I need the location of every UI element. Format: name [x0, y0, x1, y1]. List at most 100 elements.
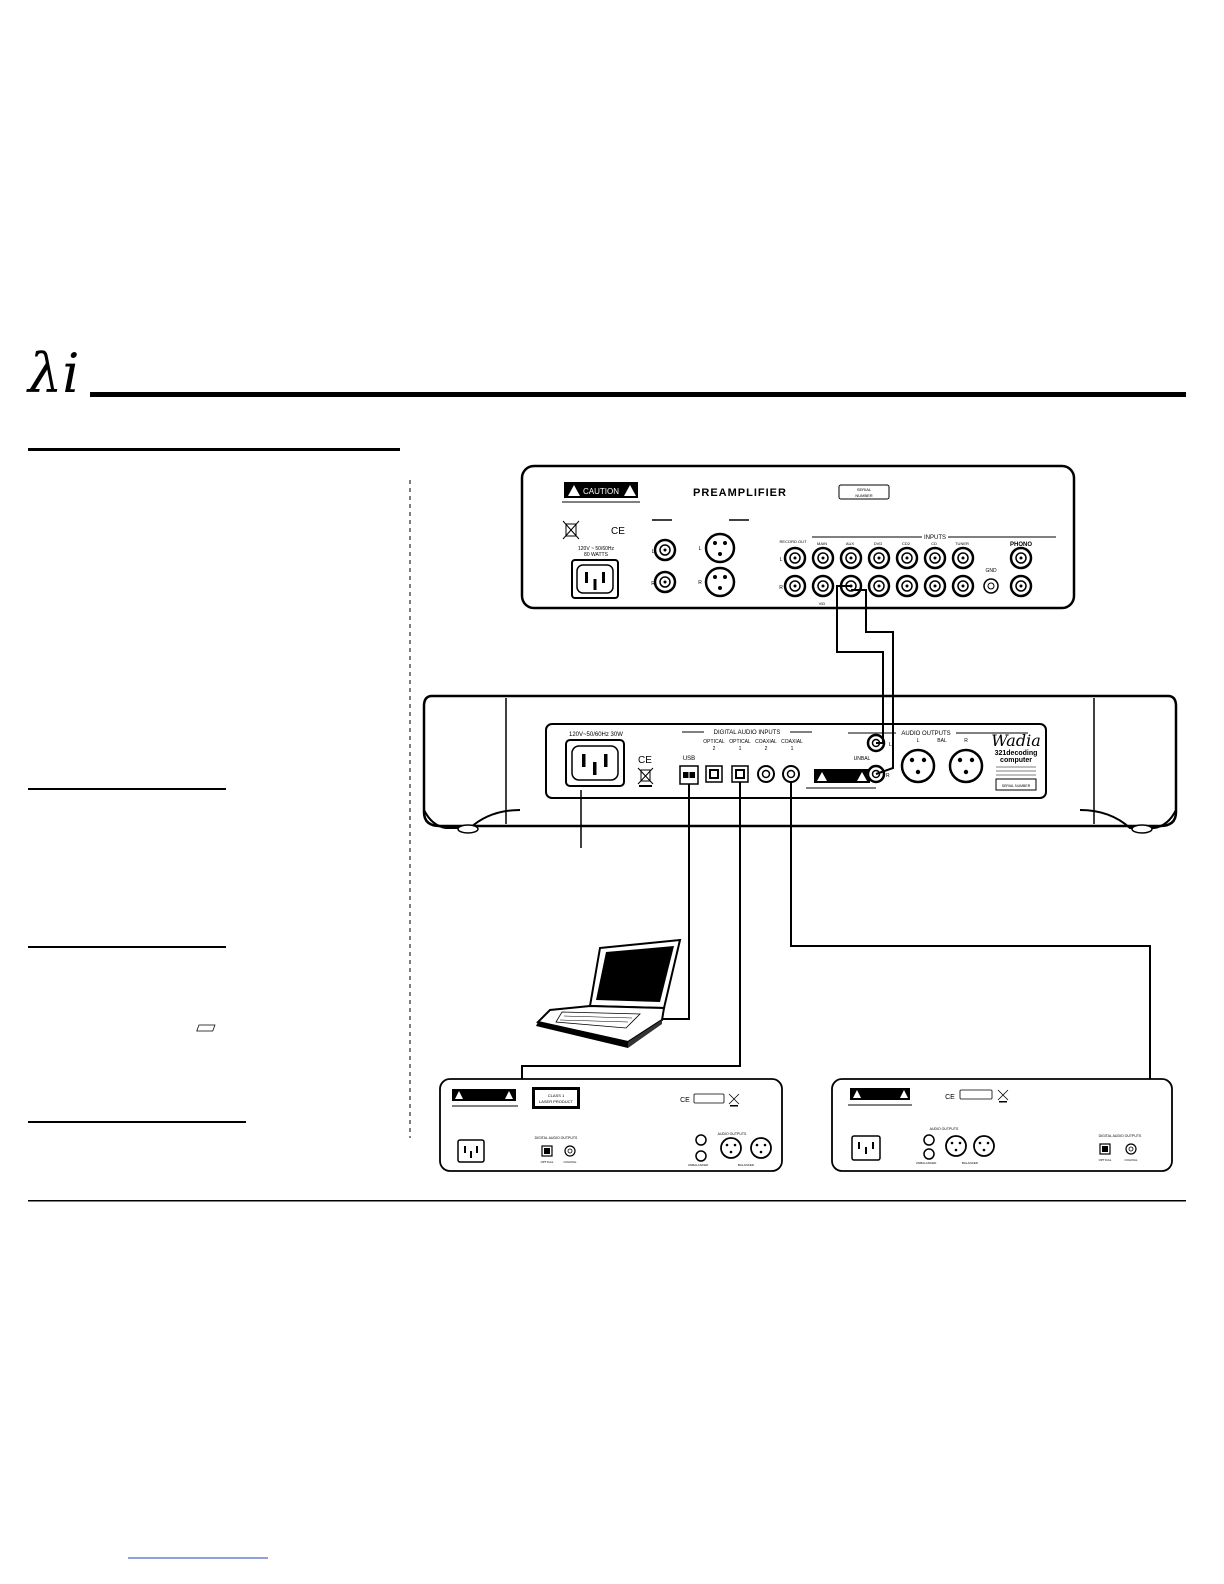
input-number: 2	[713, 746, 716, 752]
usb-label: USB	[683, 756, 695, 762]
input-label: OPTICAL	[729, 739, 751, 745]
class-label-2: LASER PRODUCT	[539, 1099, 574, 1104]
jack-label: MAIN	[817, 541, 827, 546]
out-r-label: R	[964, 738, 968, 744]
foot-right	[1131, 824, 1153, 834]
unbal-label: UNBAL	[854, 756, 871, 762]
optical-port-2	[705, 765, 723, 783]
bal-xlr-output-l	[900, 748, 936, 784]
dac-warning-label	[814, 769, 870, 783]
weee-icon	[562, 520, 580, 540]
balanced-label: BALANCED	[962, 1161, 979, 1165]
ce-mark: CE	[945, 1094, 955, 1101]
digital-outputs-label: DIGITAL AUDIO OUTPUTS	[1099, 1134, 1142, 1138]
label-l3: L	[780, 557, 783, 563]
serial-number-box	[838, 484, 890, 500]
analog-cable-l	[836, 585, 884, 744]
weee-icon	[728, 1093, 740, 1107]
serial-box	[959, 1089, 993, 1100]
wadia-brand: Wadia	[991, 731, 1041, 750]
label-r: R	[651, 581, 655, 587]
label-r4: R	[886, 773, 890, 779]
bal-label: BAL	[937, 738, 947, 744]
power-rating: 120V ~ 50/60Hz	[578, 546, 614, 552]
xlr-out-r	[720, 1137, 742, 1159]
caution-label	[564, 482, 638, 498]
label-r2: R	[698, 580, 702, 586]
dac-serial-box	[995, 778, 1037, 791]
input-number: 1	[739, 746, 742, 752]
bal-xlr-output-r	[948, 748, 984, 784]
digital-outputs-label: DIGITAL AUDIO OUTPUTS	[535, 1136, 578, 1140]
preamp-xlr-r	[704, 566, 736, 598]
phono-label: PHONO	[1010, 542, 1032, 548]
serial-line1: SERIAL	[857, 487, 872, 492]
subheading-rule-3	[28, 1121, 246, 1123]
foot-left	[457, 824, 479, 834]
optical-port-1	[731, 765, 749, 783]
out-l-label: L	[917, 738, 920, 744]
gnd-label: GND	[985, 568, 997, 574]
unbalanced-label: UNBALANCED	[916, 1161, 937, 1165]
dac-power-rating: 120V~50/60Hz 30W	[569, 732, 623, 738]
preamp-output-rca-r	[653, 570, 677, 594]
jack-label: RECORD OUT	[780, 539, 807, 544]
input-label: COAXIAL	[755, 739, 777, 745]
label-l: L	[652, 549, 655, 555]
xlr-out-r	[945, 1135, 967, 1157]
jack-label: CD2	[902, 541, 911, 546]
preamplifier-panel: CAUTION PREAMPLIFIER SERIAL NUMBER CE 12…	[520, 464, 1076, 610]
header-rule	[90, 392, 1186, 397]
balanced-label: BALANCED	[738, 1163, 755, 1167]
serial-line2: NUMBER	[855, 493, 872, 498]
power-inlet	[851, 1135, 881, 1161]
input-number: 2	[765, 746, 768, 752]
section-heading-rule	[28, 448, 400, 451]
input-number: 1	[791, 746, 794, 752]
jack-label: TUNER	[955, 541, 969, 546]
weee-icon	[997, 1089, 1009, 1103]
audio-outputs-label: AUDIO OUTPUTS	[930, 1127, 959, 1131]
usb-port	[679, 765, 699, 785]
transport-2-panel: CE AUDIO OUTPUTS UNBALANCED BALANCED DIG…	[831, 1078, 1173, 1172]
audio-outputs-label: AUDIO OUTPUTS	[901, 731, 950, 737]
coaxial-label: COAXIAL	[563, 1160, 576, 1164]
label-l2: L	[699, 546, 702, 552]
coaxial-label: COAXIAL	[1124, 1158, 1137, 1162]
preamp-xlr-l	[704, 532, 736, 564]
dac-321-chassis: 120V~50/60Hz 30W CE DIGITAL AUDIO INPUTS…	[422, 694, 1178, 834]
digital-inputs-label: DIGITAL AUDIO INPUTS	[714, 730, 781, 736]
label-r3: R	[779, 585, 783, 591]
dac-serial: SERIAL NUMBER	[1002, 784, 1031, 788]
usb-cable	[662, 784, 690, 1020]
xlr-out-l	[750, 1137, 772, 1159]
jack-label: CD	[931, 541, 937, 546]
ce-mark: CE	[611, 526, 625, 537]
preamp-title: PREAMPLIFIER	[693, 487, 787, 499]
preamp-input-jacks-l	[783, 546, 1033, 570]
xlr-out-l	[973, 1135, 995, 1157]
audio-outputs-label: AUDIO OUTPUTS	[718, 1132, 747, 1136]
jack-label: DVD	[874, 541, 883, 546]
dac-power-inlet	[565, 739, 625, 787]
subheading-rule-2	[28, 946, 226, 948]
cables	[521, 585, 1151, 1156]
coaxial-port-1	[782, 765, 800, 783]
power-inlet	[457, 1139, 485, 1163]
model-line2: computer	[1000, 757, 1032, 764]
input-label: COAXIAL	[781, 739, 803, 745]
subheading-rule-1	[28, 788, 226, 790]
preamp-output-rca-l	[653, 538, 677, 562]
warning-icon	[624, 485, 636, 496]
coaxial-port-2	[757, 765, 775, 783]
analog-cable-r	[851, 589, 894, 775]
caution-text: CAUTION	[583, 487, 619, 496]
optical-label: OPTICAL	[541, 1160, 554, 1164]
vid-label: VID	[819, 601, 826, 606]
optical-label: OPTICAL	[1099, 1158, 1112, 1162]
logo-glyph: λi	[26, 342, 80, 405]
model-line1: 321decoding	[995, 750, 1038, 757]
serial-box	[693, 1093, 725, 1104]
power-inlet	[571, 559, 619, 599]
unbalanced-label: UNBALANCED	[688, 1163, 709, 1167]
